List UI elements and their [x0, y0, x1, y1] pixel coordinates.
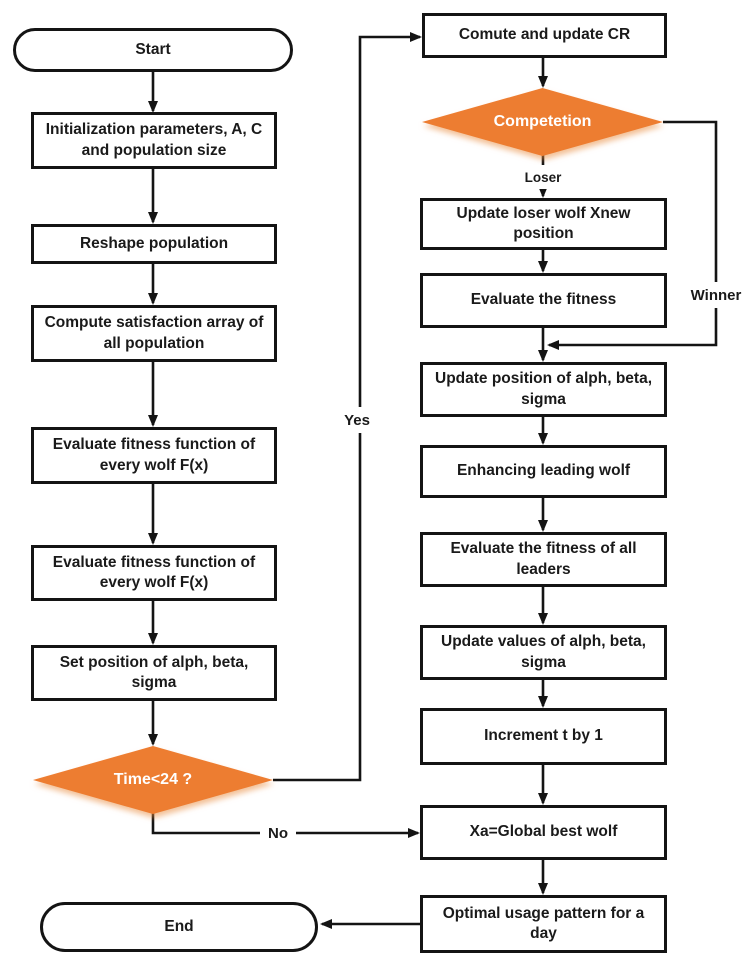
- node-label: Increment t by 1: [484, 727, 603, 745]
- node-label: Set position of alph, beta, sigma: [59, 653, 249, 691]
- process-compute-satisfaction: Compute satisfaction array of all popula…: [31, 305, 277, 362]
- process-update-values-leaders: Update values of alph, beta, sigma: [420, 625, 667, 680]
- process-optimal-usage-pattern: Optimal usage pattern for a day: [420, 895, 667, 953]
- process-global-best-wolf: Xa=Global best wolf: [420, 805, 667, 860]
- node-label: Initialization parameters, A, C and popu…: [45, 121, 263, 159]
- diamond-shape: [422, 88, 663, 156]
- terminator-end: End: [40, 902, 318, 952]
- node-label: Comute and update CR: [458, 26, 631, 44]
- node-label: Evaluate the fitness of all leaders: [450, 540, 637, 578]
- process-increment-t: Increment t by 1: [420, 708, 667, 765]
- process-compute-update-cr: Comute and update CR: [422, 13, 667, 58]
- node-label: Start: [135, 40, 171, 58]
- edge-label-loser: Loser: [516, 165, 570, 189]
- process-evaluate-the-fitness: Evaluate the fitness: [420, 273, 667, 328]
- node-label: Evaluate the fitness: [470, 291, 617, 309]
- node-label: Update loser wolf Xnew position: [456, 204, 631, 242]
- node-label: Optimal usage pattern for a day: [442, 904, 645, 942]
- node-label: Time<24 ?: [113, 771, 193, 788]
- process-reshape-population: Reshape population: [31, 224, 277, 264]
- edge-label-no: No: [260, 820, 296, 846]
- process-set-position: Set position of alph, beta, sigma: [31, 645, 277, 701]
- terminator-start: Start: [13, 28, 293, 72]
- edge-label-yes: Yes: [336, 407, 378, 433]
- edge-time-no-to-globalbest: [151, 813, 420, 838]
- process-evaluate-fitness-2: Evaluate fitness function of every wolf …: [31, 545, 277, 601]
- diamond-shape: [33, 746, 273, 814]
- node-label: Evaluate fitness function of every wolf …: [52, 553, 256, 591]
- node-label: Update values of alph, beta, sigma: [441, 633, 646, 671]
- node-label: Competetion: [493, 113, 592, 130]
- node-label: Xa=Global best wolf: [469, 823, 618, 841]
- node-label: Reshape population: [79, 234, 229, 252]
- decision-time: Time<24 ?: [33, 746, 273, 814]
- node-label: End: [164, 917, 194, 935]
- node-label: Evaluate fitness function of every wolf …: [52, 436, 256, 474]
- process-evaluate-fitness-1: Evaluate fitness function of every wolf …: [31, 427, 277, 484]
- process-update-loser-wolf: Update loser wolf Xnew position: [420, 198, 667, 250]
- decision-competition: Competetion: [422, 88, 663, 156]
- diamond-polygon: [422, 88, 663, 156]
- edge-competition-winner-to-junction: [547, 120, 718, 350]
- node-label: Compute satisfaction array of all popula…: [44, 314, 264, 352]
- process-enhancing-leading-wolf: Enhancing leading wolf: [420, 445, 667, 498]
- node-label: Update position of alph, beta, sigma: [435, 370, 652, 408]
- edge-label-winner: Winner: [686, 282, 746, 308]
- process-evaluate-leaders-fitness: Evaluate the fitness of all leaders: [420, 532, 667, 587]
- process-initialization: Initialization parameters, A, C and popu…: [31, 112, 277, 169]
- diamond-polygon: [33, 746, 273, 814]
- node-label: Enhancing leading wolf: [456, 462, 631, 480]
- process-update-position-leaders: Update position of alph, beta, sigma: [420, 362, 667, 417]
